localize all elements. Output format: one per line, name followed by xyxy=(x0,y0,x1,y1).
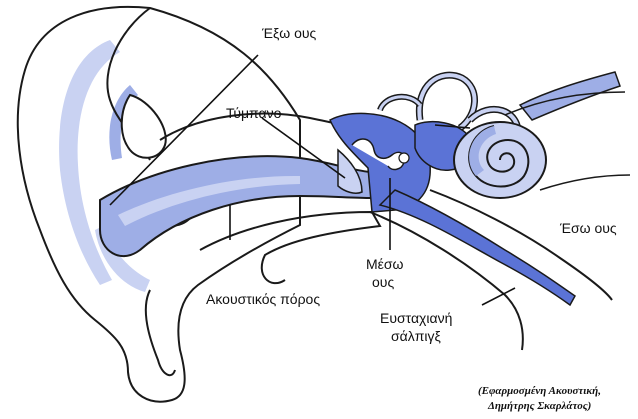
ossicle-stapes xyxy=(399,153,409,163)
eustachian-tube-outline-upper xyxy=(430,190,612,300)
label-middle-ear-line2: ους xyxy=(372,273,394,291)
cochlea xyxy=(454,122,546,198)
label-ear-canal: Ακουστικός πόρος xyxy=(206,290,320,308)
label-eustachian-line1: Ευσταχιανή xyxy=(380,309,452,327)
semicircular-canal-upper-inner xyxy=(419,75,474,128)
inner-ear-nerve-lower xyxy=(540,175,630,190)
label-eardrum: Τύμπανο xyxy=(226,104,281,122)
credit-line1: (Εφαρμοσμένη Ακουστική, xyxy=(478,384,601,398)
label-middle-ear-line1: Μέσω xyxy=(366,255,403,273)
label-inner-ear: Έσω ους xyxy=(560,219,617,237)
credit-line2: Δημήτρης Σκαρλάτος) xyxy=(488,399,591,413)
label-eustachian-line2: σάλπιγξ xyxy=(391,327,441,345)
label-outer-ear: Έξω ους xyxy=(262,24,316,42)
